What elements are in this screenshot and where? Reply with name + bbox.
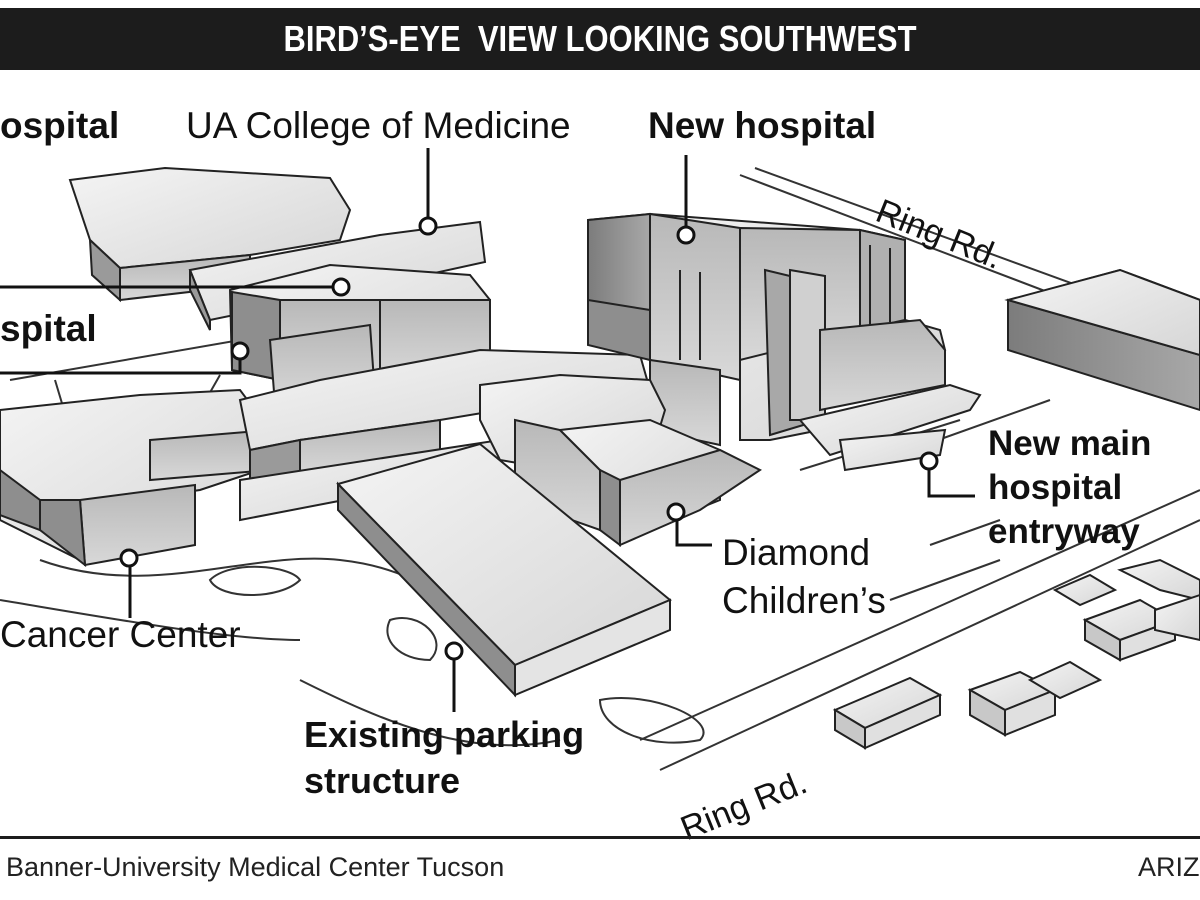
diamond-childrens-line1: Diamond [722,532,871,573]
hospital-mid-label: spital [0,308,97,349]
parking-structure-line2: structure [304,760,461,801]
header-bar: BIRD’S-EYE VIEW LOOKING SOUTHWEST [0,8,1200,70]
footer-rule [0,836,1200,839]
footer-source: Banner-University Medical Center Tucson [6,852,505,882]
header-title: BIRD’S-EYE VIEW LOOKING SOUTHWEST [283,18,917,59]
new-hospital-building [587,212,982,472]
diamond-childrens-line2: Children’s [722,580,886,621]
hospital-top-label: ospital [0,105,120,146]
new-main-entryway-line1: New main [988,424,1152,463]
callouts [0,148,975,712]
small-buildings [832,558,1200,750]
footer-credit: ARIZ [1138,852,1200,882]
callout-dots [119,216,939,661]
cancer-center-label: Cancer Center [0,614,241,655]
campus-map: ospital UA College of Medicine New hospi… [0,72,1200,848]
east-building [1004,268,1200,412]
new-main-entryway-line3: entryway [988,512,1140,551]
new-hospital-label: New hospital [648,105,877,146]
ua-college-label: UA College of Medicine [186,105,571,146]
parking-structure-line1: Existing parking [304,714,585,755]
new-main-entryway-line2: hospital [988,468,1123,507]
campus-illustration [0,148,1200,771]
parking-structure [336,442,672,698]
west-complex [0,166,652,568]
